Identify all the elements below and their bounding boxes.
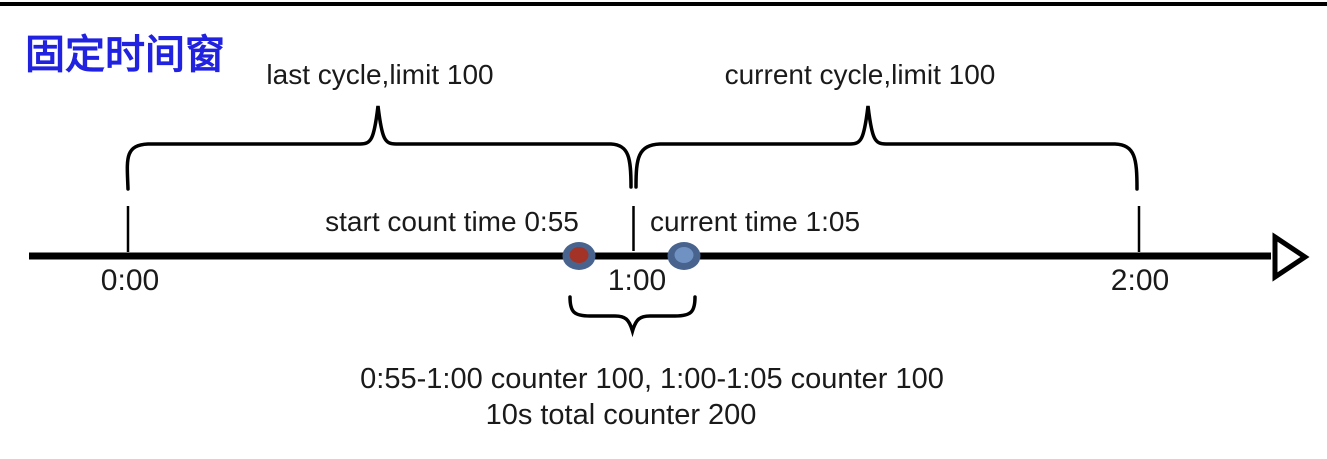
current-time-dot bbox=[667, 242, 701, 270]
current-cycle-brace bbox=[634, 105, 1139, 191]
last-cycle-label: last cycle,limit 100 bbox=[266, 59, 493, 90]
tick-label-2-00: 2:00 bbox=[1111, 264, 1169, 297]
total-counter-annotation: 10s total counter 200 bbox=[486, 399, 757, 431]
tick-label-0-00: 0:00 bbox=[101, 264, 159, 297]
tick-label-1-00: 1:00 bbox=[608, 264, 666, 297]
sliding-span-brace bbox=[568, 295, 697, 338]
start-count-dot bbox=[562, 242, 596, 270]
top-border-line bbox=[0, 2, 1327, 6]
last-cycle-brace bbox=[125, 105, 633, 191]
current-cycle-label: current cycle,limit 100 bbox=[725, 59, 996, 90]
counters-annotation: 0:55-1:00 counter 100, 1:00-1:05 counter… bbox=[360, 363, 944, 395]
start-count-time-label: start count time 0:55 bbox=[325, 206, 579, 237]
current-time-label: current time 1:05 bbox=[650, 206, 860, 237]
arrow-right-icon bbox=[1272, 232, 1310, 282]
page-title: 固定时间窗 bbox=[25, 33, 225, 77]
